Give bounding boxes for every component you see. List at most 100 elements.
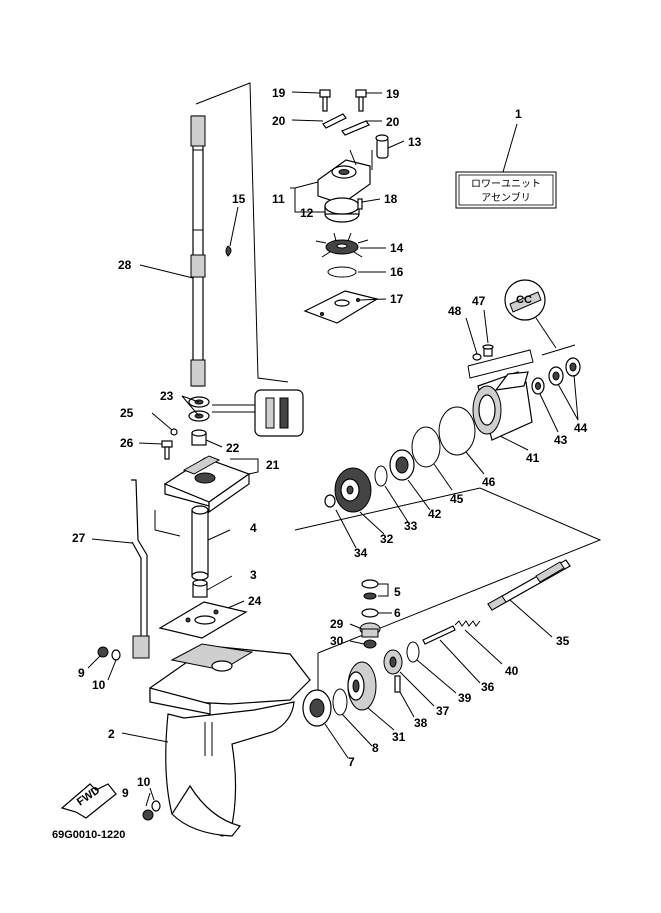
label-16: 16	[390, 265, 404, 279]
seal-housing	[154, 455, 251, 537]
drive-shaft	[190, 115, 206, 387]
label-43: 43	[554, 433, 568, 447]
label-24: 24	[248, 594, 262, 608]
label-31: 31	[392, 730, 406, 744]
seal-detail-circle: CC	[504, 279, 557, 349]
label-11: 11	[272, 192, 285, 206]
label-22: 22	[226, 441, 240, 455]
label-26: 26	[120, 436, 134, 450]
label-46: 46	[482, 475, 496, 489]
label-27: 27	[72, 531, 86, 545]
plug-lower	[142, 800, 161, 821]
gasket-24	[158, 601, 248, 639]
label-17: 17	[390, 292, 404, 306]
label-40: 40	[505, 664, 519, 678]
prop-shaft-housing	[472, 371, 533, 441]
shim-6	[361, 608, 379, 618]
washer-34	[324, 494, 336, 508]
reverse-gear	[334, 467, 372, 513]
assembly-box-line1: ロワーユニット	[471, 179, 541, 190]
label-25: 25	[120, 406, 134, 420]
impeller	[315, 232, 369, 258]
assembly-box: ロワーユニット アセンブリ	[455, 123, 557, 209]
label-10a: 10	[92, 678, 106, 692]
label-39: 39	[458, 691, 472, 705]
fwd-arrow: FWD	[60, 783, 117, 819]
plug-upper	[97, 646, 121, 661]
diagram-code: 69G0010-1220	[52, 829, 125, 841]
label-28: 28	[118, 258, 132, 272]
lower-case	[149, 643, 311, 837]
label-37: 37	[436, 704, 450, 718]
pump-insert	[324, 197, 360, 223]
label-7: 7	[348, 755, 355, 769]
label-19b: 19	[386, 87, 400, 101]
label-20a: 20	[272, 114, 286, 128]
label-13: 13	[408, 135, 422, 149]
label-9b: 9	[122, 786, 129, 800]
label-20b: 20	[386, 115, 400, 129]
tube-4	[191, 505, 209, 581]
washer-5	[361, 579, 379, 589]
label-4: 4	[250, 521, 257, 535]
label-21: 21	[266, 458, 280, 472]
pump-bolts	[319, 89, 370, 136]
oil-seals-44	[548, 357, 581, 386]
shaft-clip	[225, 245, 232, 257]
water-pipe	[375, 134, 389, 159]
propeller-shaft	[487, 559, 571, 611]
oring-46	[438, 406, 476, 456]
shim-33	[374, 465, 388, 487]
label-38: 38	[414, 716, 428, 730]
plunger-36	[422, 625, 456, 645]
svg-text:CC: CC	[516, 294, 532, 306]
label-44: 44	[574, 421, 588, 435]
label-9a: 9	[78, 666, 85, 680]
label-14: 14	[390, 241, 404, 255]
bushing-43	[531, 377, 545, 395]
label-3: 3	[250, 568, 257, 582]
oring-16	[327, 266, 357, 278]
ball-25	[170, 428, 178, 436]
label-18: 18	[384, 192, 398, 206]
group-outline	[195, 82, 602, 700]
pin-18	[357, 198, 363, 210]
label-1: 1	[515, 107, 522, 121]
assembly-box-line2: アセンブリ	[481, 191, 531, 204]
nut-30	[363, 639, 377, 649]
bolt-47	[482, 344, 494, 357]
label-35: 35	[556, 634, 570, 648]
washer-5b	[363, 592, 377, 600]
oil-seals	[188, 396, 210, 422]
label-6: 6	[394, 606, 401, 620]
spring-40	[454, 620, 481, 627]
leader-lines	[87, 91, 579, 807]
bolt-26	[161, 440, 173, 460]
forward-gear	[347, 661, 377, 711]
pinion-gear	[359, 622, 381, 638]
label-10b: 10	[137, 775, 151, 789]
label-2: 2	[108, 727, 115, 741]
label-41: 41	[526, 451, 540, 465]
label-36: 36	[481, 680, 495, 694]
washer-48	[472, 353, 482, 361]
label-32: 32	[380, 532, 394, 546]
pin-38	[394, 675, 401, 693]
dog-clutch	[383, 649, 403, 675]
collar-3	[192, 579, 208, 598]
label-48: 48	[448, 304, 462, 318]
pump-housing	[317, 149, 373, 205]
label-8: 8	[372, 741, 379, 755]
bushing-22	[191, 429, 207, 446]
oring-45	[411, 426, 441, 468]
seal-detail-inset	[212, 389, 304, 437]
shift-rod	[131, 479, 150, 659]
outer-plate	[303, 290, 379, 324]
part-labels: 1 19 19 20 20 13 11 12 18 15 14 28 16 17…	[52, 86, 588, 841]
bearing-7	[302, 689, 332, 727]
label-5: 5	[394, 585, 401, 599]
label-47: 47	[472, 294, 486, 308]
bearing-42	[389, 449, 415, 481]
label-42: 42	[428, 507, 442, 521]
label-33: 33	[404, 519, 418, 533]
